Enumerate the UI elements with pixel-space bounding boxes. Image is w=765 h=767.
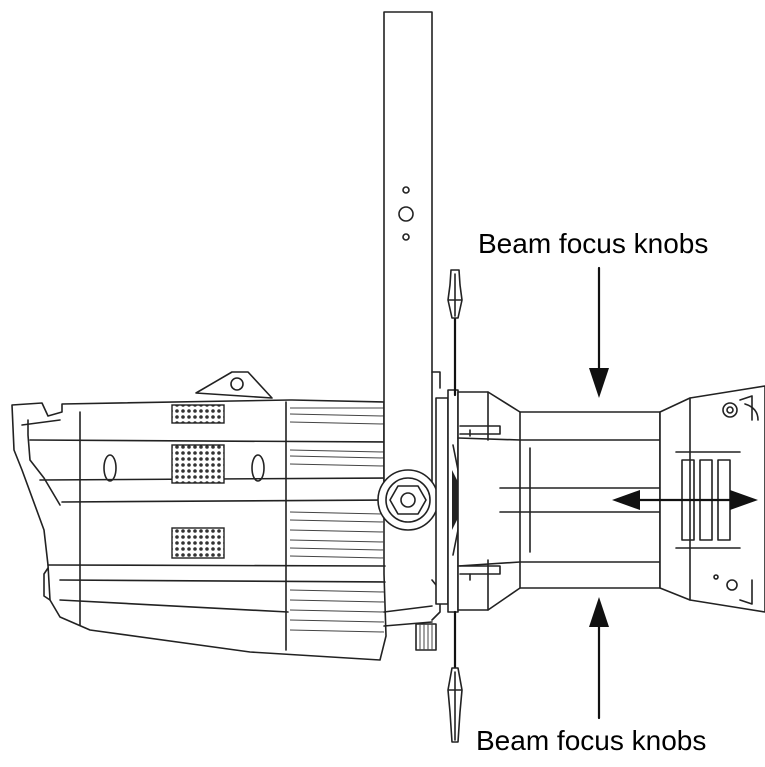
focus-knob-top: [447, 269, 463, 397]
double-arrow-right-head: [730, 490, 758, 510]
label-beam-focus-knobs-bottom: Beam focus knobs: [476, 725, 707, 756]
arrow-up-head: [589, 597, 609, 627]
yoke-arm: [377, 11, 439, 531]
mid-section: [383, 371, 441, 651]
double-arrow-left-head: [612, 490, 640, 510]
label-beam-focus-knobs-top: Beam focus knobs: [478, 228, 709, 259]
lens-barrel: [457, 391, 661, 611]
arrows: [589, 266, 758, 720]
arrow-down-head: [589, 368, 609, 398]
focus-knob-bottom: [447, 610, 463, 743]
rear-housing: [11, 371, 387, 661]
